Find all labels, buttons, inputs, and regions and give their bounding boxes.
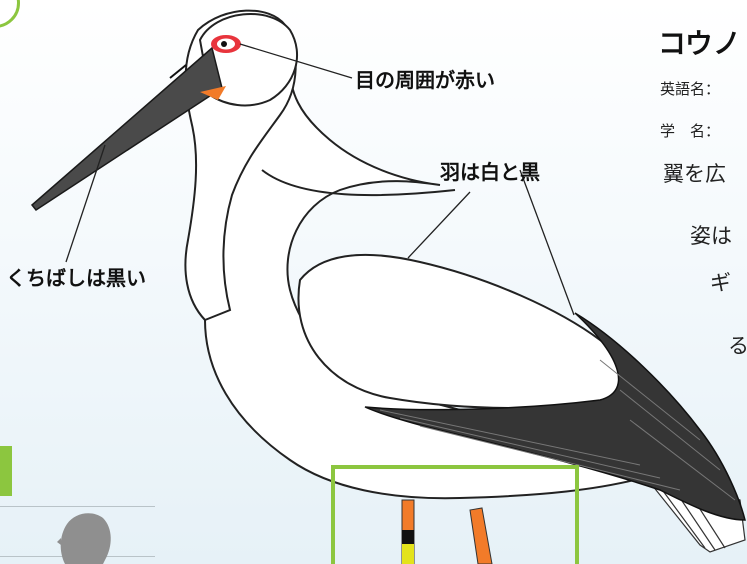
description-line-4: る [728, 334, 747, 358]
back-line [261, 169, 456, 197]
wing-feather-lines [379, 359, 736, 501]
eye-pupil [221, 41, 227, 47]
description-line-3: ギ [710, 271, 731, 295]
leg-band-yellow [402, 544, 414, 564]
description-line-2: 姿は [690, 224, 732, 248]
beak-nostril [169, 64, 187, 79]
species-title: コウノ [658, 27, 741, 60]
right-leg [469, 507, 493, 564]
english-name-label: 英語名： [660, 80, 721, 98]
throat-patch [200, 86, 226, 100]
divider-top [0, 506, 155, 507]
person-silhouette-icon [57, 513, 111, 564]
legband-highlight-box [331, 465, 579, 564]
stork-beak [30, 46, 223, 212]
label-feathers: 羽は白と黒 [440, 160, 540, 184]
leader-lines [65, 43, 575, 316]
description-line-1: 翼を広 [663, 162, 726, 186]
section-marker [0, 446, 12, 496]
leg-band-black [402, 530, 414, 544]
scientific-name-label: 学 名： [660, 122, 721, 140]
label-eye-ring: 目の周囲が赤い [355, 68, 495, 92]
label-beak: くちばしは黒い [6, 266, 146, 290]
